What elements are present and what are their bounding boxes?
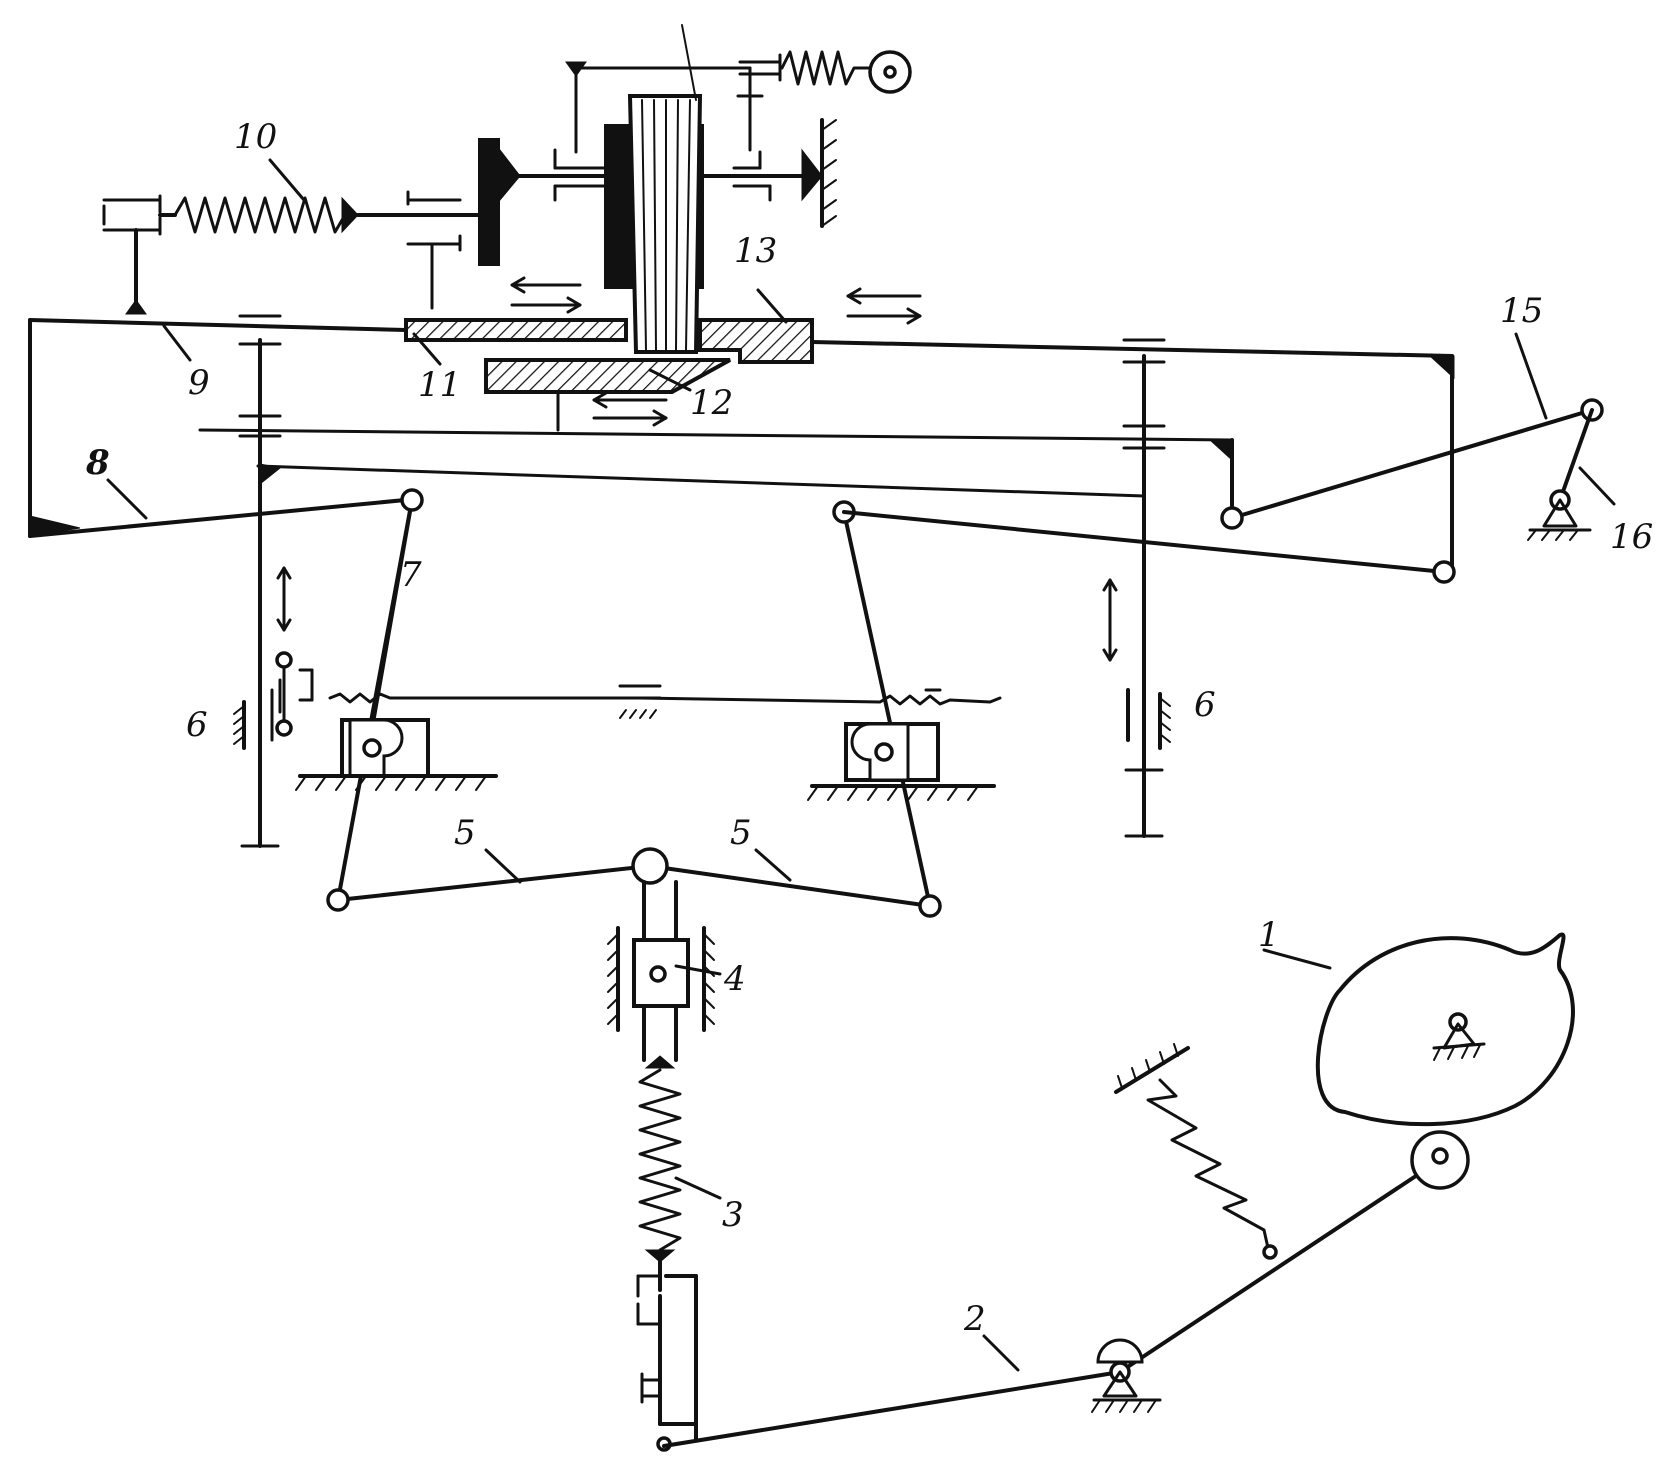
- right-fixed-block: [807, 722, 996, 801]
- lever-2: [662, 1130, 1470, 1448]
- label-6-left: 6: [186, 705, 208, 745]
- label-16: 16: [1610, 517, 1653, 557]
- part-labels: 1 2 3 4 5 5 6 6 7 8 9 10 11 12 13 15 16: [85, 117, 1653, 1372]
- link-15-16: [1220, 398, 1604, 541]
- top-spring-assembly: [565, 50, 912, 154]
- tie-rod: [275, 651, 1002, 737]
- label-10: 10: [234, 117, 277, 157]
- slider-4: [607, 880, 715, 1062]
- frame-lever-8-9: [28, 299, 1455, 574]
- toggle-links-5: [326, 847, 942, 918]
- label-12: 12: [690, 383, 733, 423]
- label-15: 15: [1500, 291, 1543, 331]
- label-13: 13: [734, 231, 777, 271]
- spring-3: [636, 1055, 698, 1452]
- wedge-plates: [404, 318, 814, 432]
- vertical-guides: [198, 314, 1234, 848]
- guide-6-right: [1126, 688, 1171, 750]
- cam-1: [1262, 932, 1575, 1127]
- left-horizontal-rod: [478, 138, 606, 266]
- right-lever: [832, 500, 1456, 908]
- label-7: 7: [400, 555, 422, 595]
- label-5-right: 5: [730, 813, 752, 853]
- label-2: 2: [963, 1299, 986, 1339]
- label-5-left: 5: [454, 813, 476, 853]
- spring-10-assembly: [102, 190, 480, 312]
- guide-6-left: [233, 688, 274, 750]
- return-spring: [1114, 1043, 1278, 1260]
- label-4: 4: [723, 959, 746, 999]
- label-1: 1: [1258, 915, 1280, 955]
- lever-7: [336, 488, 424, 902]
- label-8: 8: [85, 443, 110, 483]
- label-11: 11: [418, 365, 461, 405]
- motion-arrows: [510, 276, 922, 427]
- label-6-right: 6: [1194, 685, 1216, 725]
- friction-pack: [604, 24, 704, 354]
- vertical-arrows: [276, 566, 1118, 662]
- left-fixed-block: [295, 718, 498, 791]
- label-9: 9: [188, 363, 210, 403]
- label-3: 3: [722, 1195, 744, 1235]
- right-horizontal-rod: [702, 66, 837, 228]
